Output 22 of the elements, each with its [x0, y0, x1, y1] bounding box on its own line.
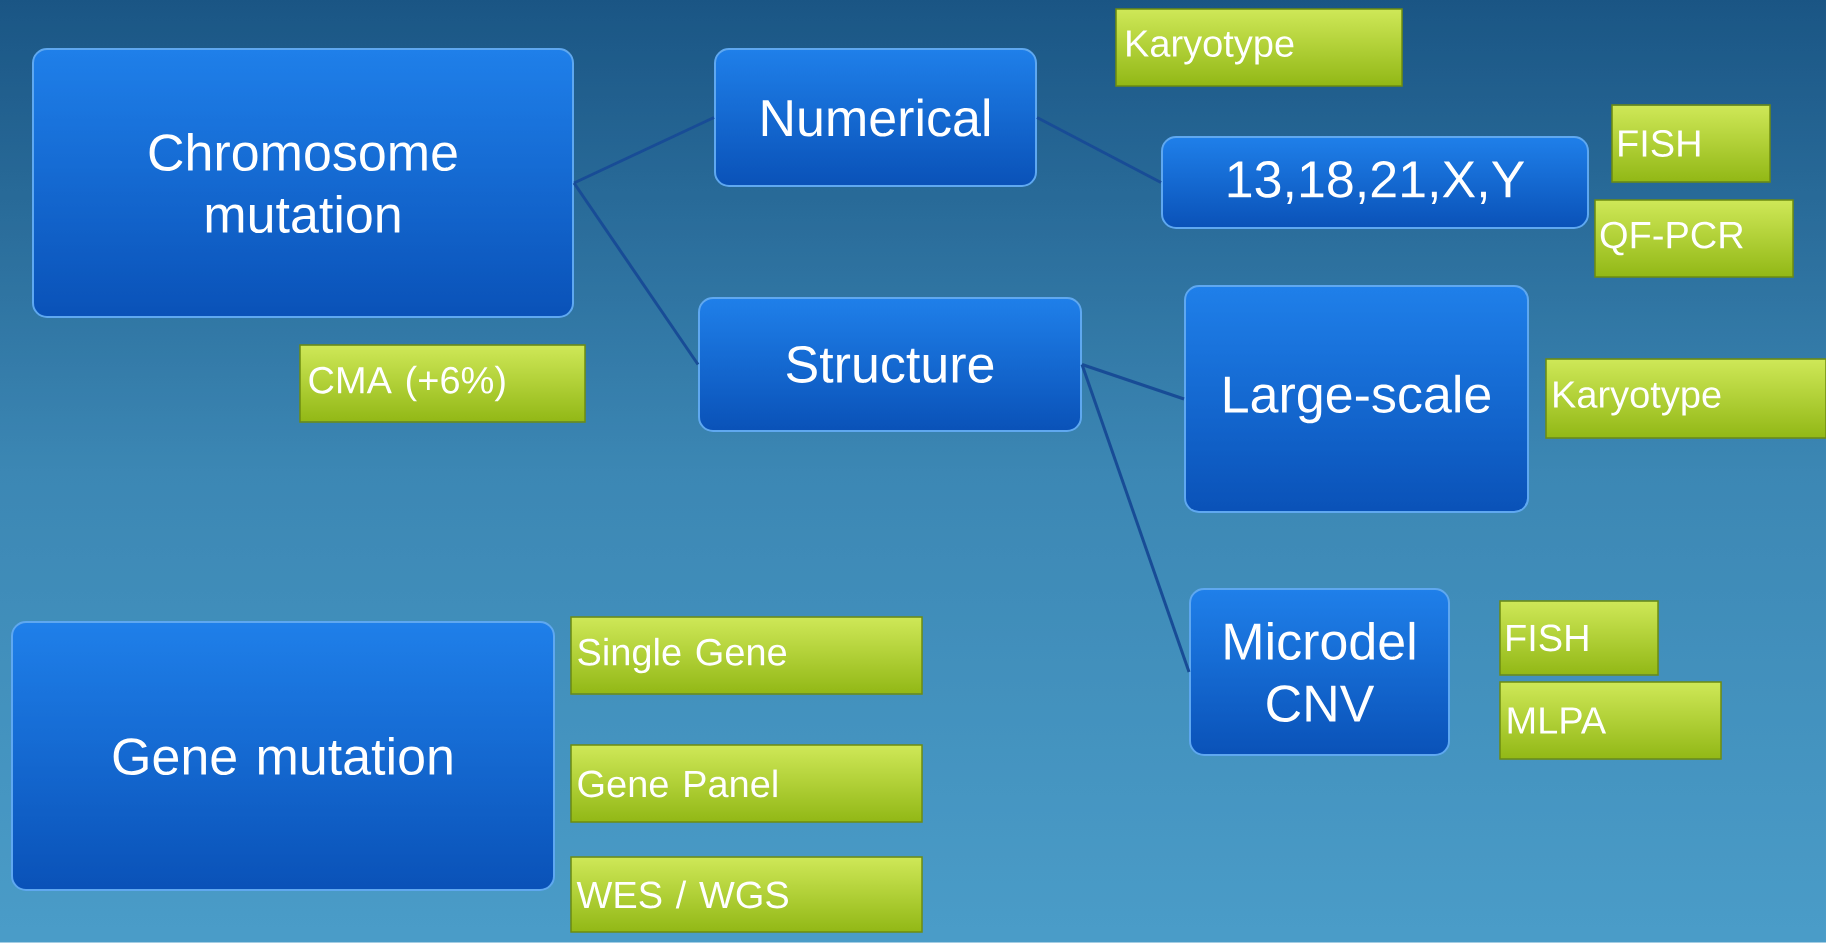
method-tag: Karyotype: [1545, 358, 1826, 439]
category-box: Chromosome mutation: [32, 48, 574, 318]
method-tag: WES / WGS: [570, 856, 923, 933]
category-box: Large-scale: [1184, 285, 1529, 513]
method-tag: Gene Panel: [570, 744, 923, 823]
connector-line: [1081, 363, 1185, 401]
method-tag: Single Gene: [570, 616, 923, 695]
connector-line: [573, 116, 715, 185]
method-tag: CMA (+6%): [299, 344, 586, 423]
category-box: Numerical: [714, 48, 1037, 187]
connector-line: [1080, 364, 1191, 673]
category-box: Gene mutation: [11, 621, 555, 891]
method-tag: QF-PCR: [1594, 199, 1794, 278]
category-box: 13,18,21,X,Y: [1161, 136, 1589, 229]
method-tag: MLPA: [1499, 681, 1722, 760]
connector-line: [1036, 116, 1162, 184]
method-tag: FISH: [1611, 104, 1771, 183]
category-box: Microdel CNV: [1189, 588, 1450, 756]
method-tag: FISH: [1499, 600, 1659, 676]
method-tag: Karyotype: [1115, 8, 1403, 87]
category-box: Structure: [698, 297, 1082, 432]
connector-line: [572, 182, 700, 366]
